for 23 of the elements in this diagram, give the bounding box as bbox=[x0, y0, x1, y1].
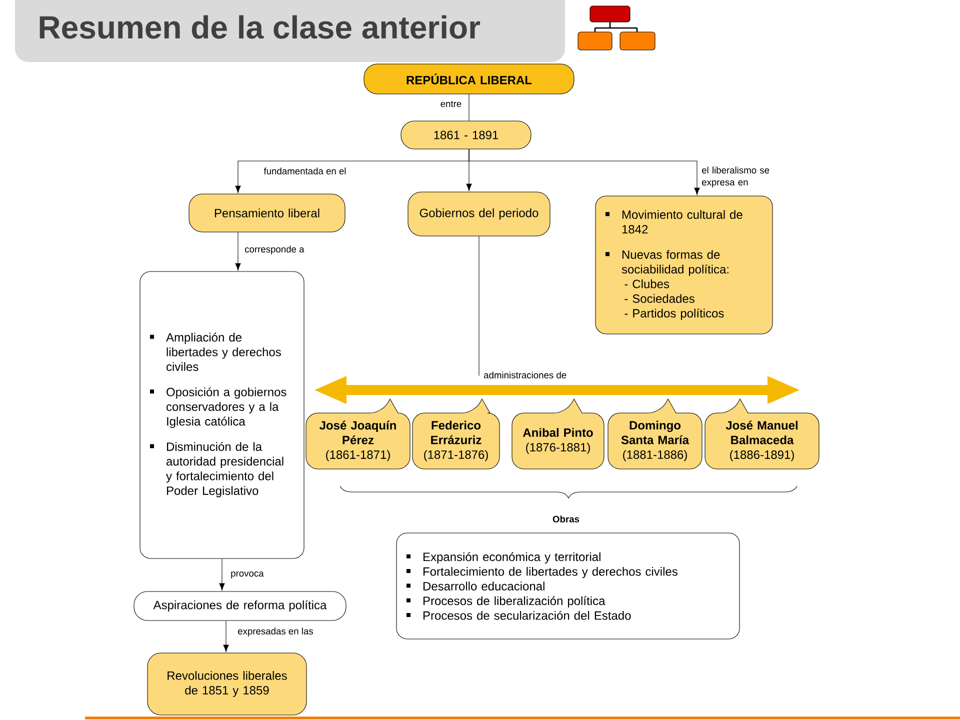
edge-label: el liberalismo se expresa en bbox=[702, 166, 770, 188]
concept-box: 1861 - 1891 bbox=[400, 120, 532, 150]
speech-bubble: Domingo Santa María (1881-1886) bbox=[608, 398, 702, 470]
speech-bubble: Anibal Pinto (1876-1881) bbox=[512, 398, 604, 470]
speech-bubble: José Manuel Balmaceda (1886-1891) bbox=[704, 398, 820, 470]
speech-bubble: José Joaquín Pérez (1861-1871) bbox=[306, 398, 410, 470]
edge-label: corresponde a bbox=[245, 246, 304, 254]
edge-label: expresadas en las bbox=[238, 628, 313, 636]
concept-box: Aspiraciones de reforma política bbox=[134, 591, 346, 621]
concept-box: Pensamiento liberal bbox=[188, 194, 346, 232]
list-box: Movimiento cultural de 1842 Nuevas formas de sociabilidad política: - Clubes - Sociedades - Partidos políticos bbox=[595, 196, 773, 334]
list-box: Expansión económica y territorial Fortalecimiento de libertades y derechos civiles Desarrollo educacional Procesos de liberalización política Procesos de secularización del Estado bbox=[396, 532, 740, 640]
title-banner: Resumen de la clase anterior bbox=[15, 0, 565, 62]
edge-label: entre bbox=[440, 100, 462, 108]
edge-label: provoca bbox=[231, 572, 264, 578]
speech-bubble: Federico Errázuriz (1871-1876) bbox=[412, 398, 500, 470]
edge-label: fundamentada en el bbox=[264, 168, 346, 174]
concept-box: Revoluciones liberales de 1851 y 1859 bbox=[147, 652, 307, 716]
edge-label: administraciones de bbox=[484, 372, 566, 378]
concept-box: Gobiernos del periodo bbox=[408, 192, 550, 236]
title-box: REPÚBLICA LIBERAL bbox=[364, 64, 574, 94]
brace-label: Obras bbox=[552, 516, 580, 522]
list-box: Ampliación de libertades y derechos civiles Oposición a gobiernos conservadores y a la Iglesia católica Disminución de la autoridad presidencial y fortalecimiento del Poder Legislativo bbox=[140, 271, 304, 559]
